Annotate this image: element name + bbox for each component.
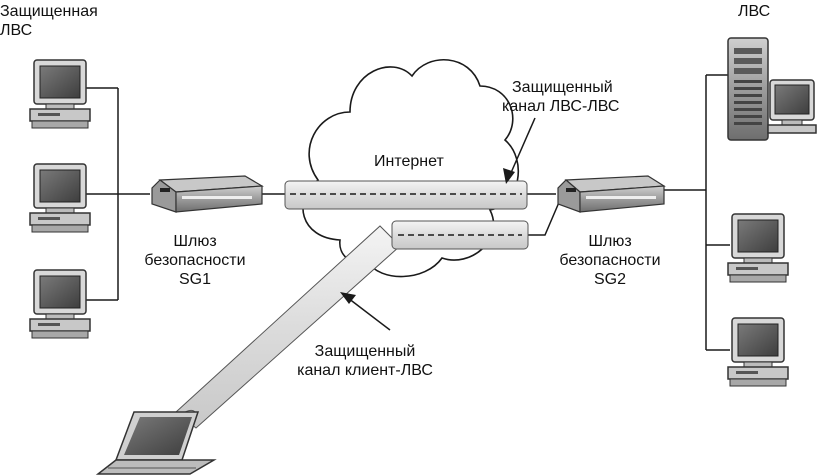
tunnel-lan-lan-label-line2: канал ЛВС-ЛВС bbox=[502, 98, 620, 115]
left-lan-label-line2: ЛВС bbox=[0, 22, 33, 39]
gateway-sg1-label-line2: безопасности bbox=[144, 252, 246, 269]
tunnel-lan-lan-label: Защищенный канал ЛВС-ЛВС bbox=[502, 78, 619, 116]
left-pc-3 bbox=[29, 269, 91, 339]
left-pc-2 bbox=[29, 163, 91, 233]
right-lan-label: ЛВС bbox=[738, 3, 771, 20]
pointer-client-lan bbox=[340, 292, 391, 331]
gateway-sg2-label-line2: безопасности bbox=[559, 252, 661, 269]
gateway-sg1-label: Шлюз безопасности SG1 bbox=[130, 232, 260, 289]
tunnel-client-lan-label: Защищенный канал клиент-ЛВС bbox=[280, 342, 450, 380]
gateway-sg1-icon bbox=[151, 175, 264, 213]
server-monitor-icon bbox=[767, 79, 817, 134]
left-lan-label-line1: Защищенная bbox=[0, 3, 98, 20]
gateway-sg1-label-line1: Шлюз bbox=[173, 233, 217, 250]
gateway-sg2-label: Шлюз безопасности SG2 bbox=[545, 232, 675, 289]
left-pc-1 bbox=[29, 59, 91, 129]
gateway-sg2-label-line3: SG2 bbox=[593, 271, 626, 288]
tunnel-lan-lan-label-line1: Защищенный bbox=[512, 79, 613, 96]
tunnel-lan-lan bbox=[284, 180, 528, 210]
gateway-sg1-label-line3: SG1 bbox=[178, 271, 211, 288]
left-lan-label: Защищенная ЛВС bbox=[0, 2, 98, 40]
internet-label: Интернет bbox=[374, 153, 444, 170]
gateway-sg2-icon bbox=[557, 175, 666, 213]
tunnel-client-lan-label-line1: Защищенный bbox=[314, 343, 416, 360]
pointer-lan-lan bbox=[503, 117, 536, 184]
right-pc-1 bbox=[727, 213, 789, 283]
right-lan-bus bbox=[660, 74, 732, 351]
gateway-sg2-label-line1: Шлюз bbox=[588, 233, 632, 250]
laptop-icon bbox=[95, 411, 217, 475]
right-pc-2 bbox=[727, 317, 789, 387]
left-lan-bus bbox=[85, 87, 150, 301]
server-icon bbox=[727, 37, 769, 141]
tunnel-client-lan-label-line2: канал клиент-ЛВС bbox=[297, 362, 433, 379]
